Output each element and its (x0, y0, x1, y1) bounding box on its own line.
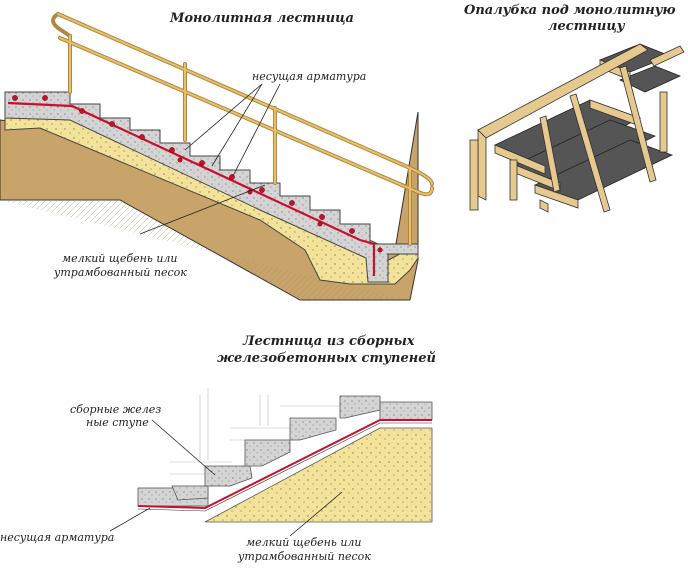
precast-title-2: железобетонных ступеней (217, 351, 436, 366)
precast-steps-label-1: сборные желез (70, 403, 161, 416)
precast-stair-drawing (109, 388, 433, 537)
precast-fill-label-2: утрамбованный песок (237, 550, 371, 563)
precast-rebar-label: несущая арматура (0, 531, 114, 544)
precast-steps-label-2: ные ступе (86, 416, 149, 429)
precast-rebar-line (137, 419, 432, 510)
rebar-line (7, 101, 376, 276)
monolithic-fill-label-2: утрамбованный песок (53, 266, 187, 279)
monolithic-title: Монолитная лестница (169, 11, 354, 26)
formwork-drawing (469, 43, 685, 213)
monolithic-fill-label-1: мелкий щебень или (62, 252, 178, 265)
formwork-title-1: Опалубка под монолитную (464, 3, 676, 18)
formwork-title-2: лестницу (548, 19, 626, 34)
formwork-braces (539, 65, 657, 213)
rebar-dots (12, 95, 383, 253)
precast-fill-label-1: мелкий щебень или (246, 536, 362, 549)
monolithic-rebar-label: несущая арматура (252, 70, 366, 83)
monolithic-stair-drawing (0, 12, 434, 301)
precast-title-1: Лестница из сборных (242, 334, 415, 349)
